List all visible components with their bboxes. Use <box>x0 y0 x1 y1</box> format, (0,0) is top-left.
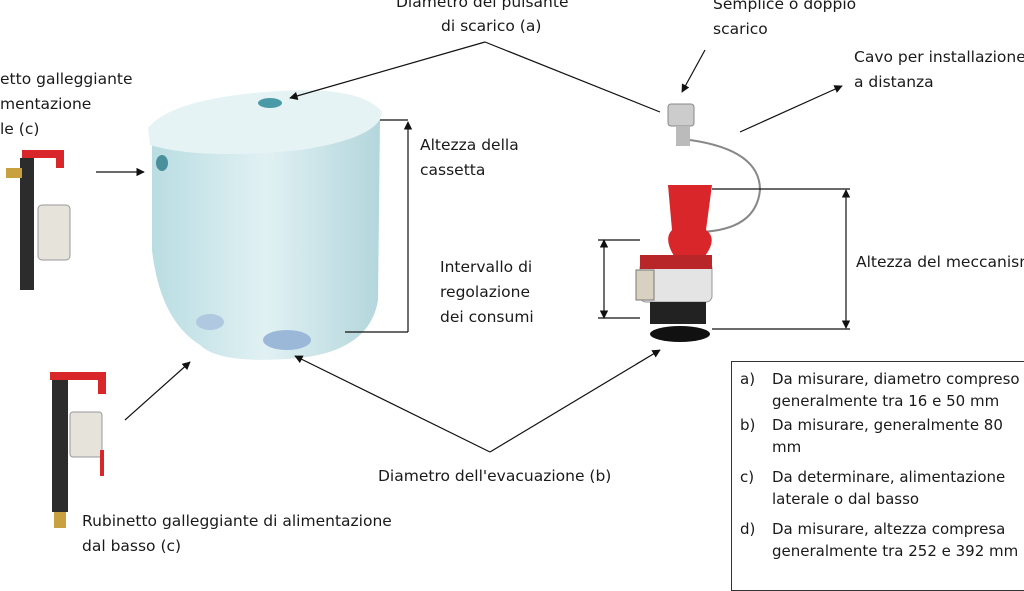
label-evacuazione: Diametro dell'evacuazione (b) <box>378 467 612 485</box>
diagram-artwork <box>6 41 851 528</box>
label-cavo-2: a distanza <box>854 73 934 91</box>
label-altezza-cassetta-2: cassetta <box>420 161 486 179</box>
label-cavo-1: Cavo per installazione <box>854 48 1024 66</box>
label-basso-2: dal basso (c) <box>82 537 182 555</box>
legend-key: c) <box>740 468 755 486</box>
legend-item-d: d) Da misurare, altezza compresa generalme… <box>740 518 1018 560</box>
legend-line: Da determinare, alimentazione <box>772 468 1006 486</box>
legend-key: d) <box>740 520 756 538</box>
legend-key: a) <box>740 370 756 388</box>
label-intervallo-3: dei consumi <box>440 308 534 326</box>
legend-item-c: c) Da determinare, alimentazione laterale … <box>740 466 1005 508</box>
label-pulsante-1: Diametro del pulsante <box>396 0 569 11</box>
legend-line: mm <box>772 438 802 456</box>
label-laterale-2: mentazione <box>0 95 92 113</box>
legend-line: Da misurare, diametro compreso <box>772 370 1020 388</box>
flush-mechanism <box>635 103 762 342</box>
label-scarico-2: scarico <box>713 20 768 38</box>
bottom-fill-valve <box>50 372 106 528</box>
legend-item-a: a) Da misurare, diametro compreso generalm… <box>740 368 1020 410</box>
label-altezza-meccanismo: Altezza del meccanismo <box>856 253 1024 271</box>
label-intervallo-1: Intervallo di <box>440 258 533 276</box>
label-pulsante-2: di scarico (a) <box>441 17 542 35</box>
legend-line: Da misurare, generalmente 80 <box>772 416 1003 434</box>
legend-line: laterale o dal basso <box>772 490 920 508</box>
label-basso-1: Rubinetto galleggiante di alimentazione <box>82 512 392 530</box>
label-laterale-3: le (c) <box>0 120 40 138</box>
label-intervallo-2: regolazione <box>440 283 530 301</box>
legend-item-b: b) Da misurare, generalmente 80 mm <box>740 414 1003 456</box>
legend-line: Da misurare, altezza compresa <box>772 520 1006 538</box>
side-fill-valve <box>6 150 71 290</box>
legend-box: a) Da misurare, diametro compreso generalm… <box>731 361 1024 591</box>
label-altezza-cassetta-1: Altezza della <box>420 136 519 154</box>
legend-line: generalmente tra 16 e 50 mm <box>772 392 1000 410</box>
cistern-tank <box>148 90 382 360</box>
legend-key: b) <box>740 416 756 434</box>
legend-line: generalmente tra 252 e 392 mm <box>772 542 1019 560</box>
label-laterale-1: etto galleggiante <box>0 70 133 88</box>
flush-button <box>258 98 282 108</box>
label-scarico-1: Semplice o doppio <box>713 0 857 13</box>
